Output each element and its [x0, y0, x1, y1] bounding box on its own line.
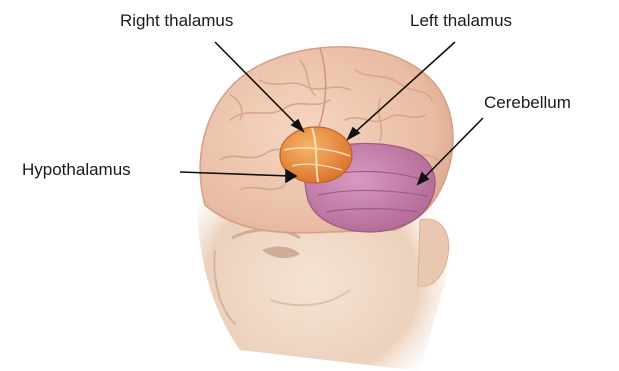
label-right-thalamus: Right thalamus: [120, 12, 233, 29]
label-cerebellum: Cerebellum: [484, 94, 571, 111]
label-left-thalamus: Left thalamus: [410, 12, 512, 29]
label-hypothalamus: Hypothalamus: [22, 161, 131, 178]
